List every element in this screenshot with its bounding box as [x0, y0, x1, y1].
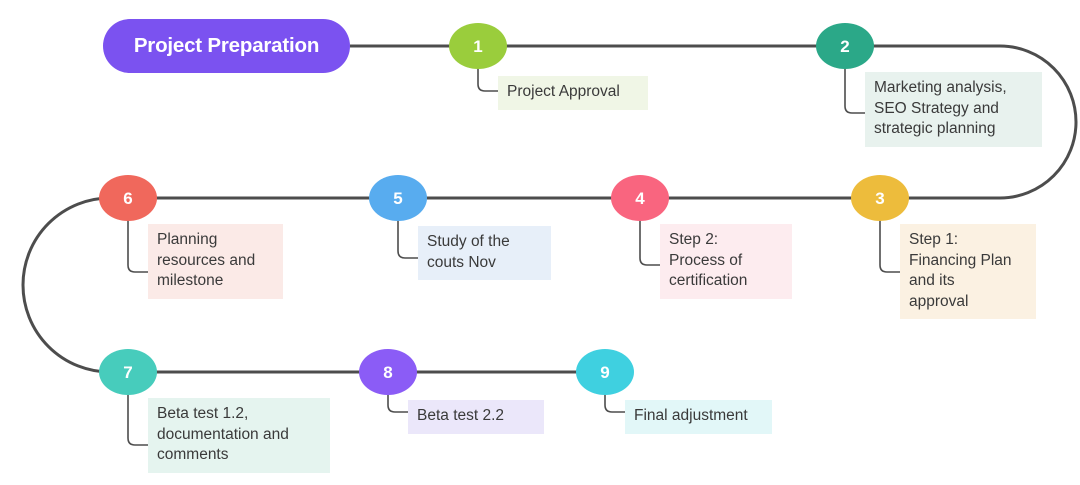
elbow-step-3 [879, 220, 900, 273]
node-step-8[interactable]: 8 [359, 349, 417, 395]
node-step-9[interactable]: 9 [576, 349, 634, 395]
node-step-6[interactable]: 6 [99, 175, 157, 221]
node-step-7-number: 7 [123, 362, 133, 382]
elbow-step-2 [844, 68, 865, 114]
elbow-step-6 [127, 220, 148, 273]
node-step-5-number: 5 [393, 188, 403, 208]
node-step-8-number: 8 [383, 362, 393, 382]
label-step-2: Marketing analysis, SEO Strategy and str… [865, 72, 1042, 147]
page-title: Project Preparation [133, 34, 320, 57]
node-step-5[interactable]: 5 [369, 175, 427, 221]
node-step-4[interactable]: 4 [611, 175, 669, 221]
label-step-3: Step 1: Financing Plan and its approval [900, 224, 1036, 320]
node-step-3[interactable]: 3 [851, 175, 909, 221]
node-step-1-number: 1 [473, 36, 483, 56]
elbow-step-1 [477, 68, 498, 92]
diagram-title-pill: Project Preparation [103, 19, 350, 73]
node-step-2-number: 2 [840, 36, 850, 56]
elbow-step-5 [397, 220, 418, 259]
node-step-1[interactable]: 1 [449, 23, 507, 69]
label-step-5: Study of the couts Nov [418, 226, 551, 281]
elbow-step-7 [127, 394, 148, 446]
label-step-1: Project Approval [498, 76, 648, 110]
node-step-3-number: 3 [875, 188, 885, 208]
label-step-6: Planning resources and milestone [148, 224, 283, 299]
node-step-9-number: 9 [600, 362, 610, 382]
node-step-6-number: 6 [123, 188, 133, 208]
elbow-step-8 [387, 394, 408, 413]
elbow-step-9 [604, 394, 625, 413]
node-step-7[interactable]: 7 [99, 349, 157, 395]
elbow-step-4 [639, 220, 660, 266]
spine-right-curve [999, 44, 1078, 200]
node-step-4-number: 4 [635, 188, 645, 208]
label-step-9: Final adjustment [625, 400, 772, 434]
spine-left-curve [21, 196, 111, 374]
label-step-8: Beta test 2.2 [408, 400, 544, 434]
node-step-2[interactable]: 2 [816, 23, 874, 69]
label-step-7: Beta test 1.2, documentation and comment… [148, 398, 330, 473]
label-step-4: Step 2: Process of certification [660, 224, 792, 299]
